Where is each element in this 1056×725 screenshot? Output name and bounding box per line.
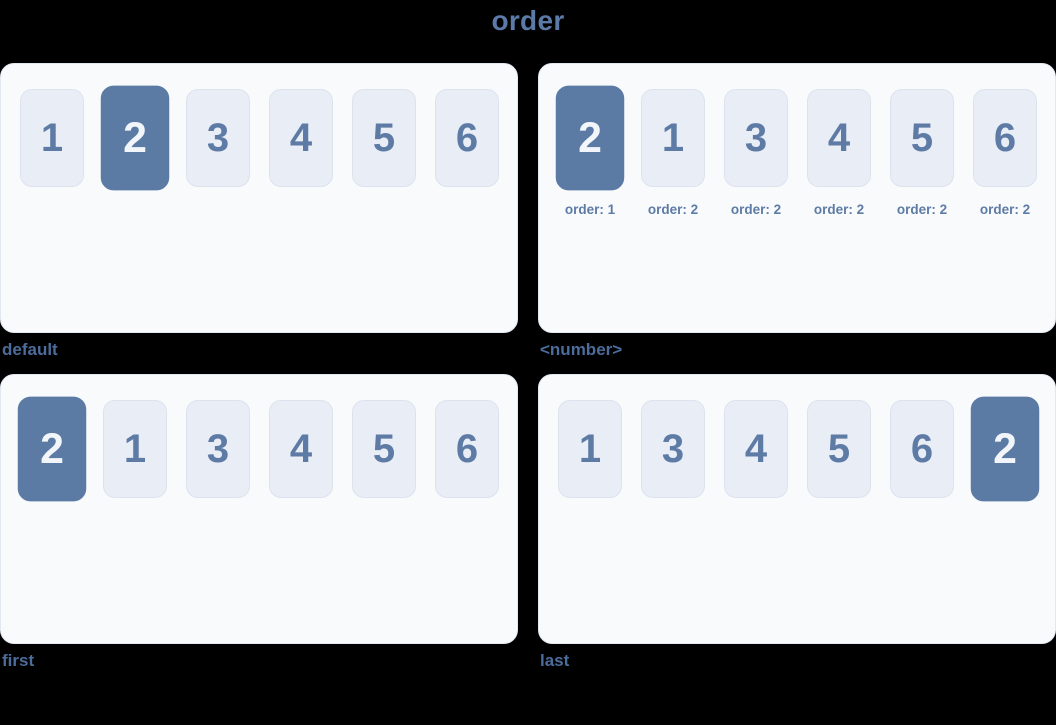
flex-item: 3: [641, 400, 705, 498]
flex-item: 4: [269, 89, 333, 187]
order-caption: order: 2: [979, 202, 1031, 217]
item-with-caption: 2 order: 1: [555, 85, 625, 217]
demo-cell-default: 1 2 3 4 5 6 default: [0, 63, 518, 374]
demo-cell-first: 2 1 3 4 5 6 first: [0, 374, 518, 685]
flex-item-highlighted: 2: [555, 85, 625, 191]
flex-item: 5: [807, 400, 871, 498]
item-row: 2 order: 1 1 order: 2 3 order: 2 4 order…: [555, 85, 1037, 217]
order-caption: order: 2: [730, 202, 782, 217]
item-row: 2 1 3 4 5 6: [17, 396, 499, 502]
flex-item: 3: [186, 400, 250, 498]
flex-item: 5: [352, 400, 416, 498]
demo-cell-number: 2 order: 1 1 order: 2 3 order: 2 4 order…: [538, 63, 1056, 374]
flex-item: 6: [890, 400, 954, 498]
item-with-caption: 3 order: 2: [724, 89, 788, 217]
order-caption: order: 2: [896, 202, 948, 217]
panel-label-first: first: [2, 651, 35, 670]
flex-item: 5: [890, 89, 954, 187]
order-caption: order: 2: [647, 202, 699, 217]
flex-item-highlighted: 2: [17, 396, 87, 502]
flex-container-first: 2 1 3 4 5 6: [0, 374, 518, 644]
flex-item: 3: [724, 89, 788, 187]
flex-item: 6: [435, 89, 499, 187]
item-with-caption: 1 order: 2: [641, 89, 705, 217]
flex-container-number: 2 order: 1 1 order: 2 3 order: 2 4 order…: [538, 63, 1056, 333]
flex-item: 6: [435, 400, 499, 498]
flex-item: 4: [807, 89, 871, 187]
demo-cell-last: 1 3 4 5 6 2 last: [538, 374, 1056, 685]
demo-grid: 1 2 3 4 5 6 default 2 order: 1 1 order: …: [0, 63, 1056, 685]
flex-item-highlighted: 2: [970, 396, 1040, 502]
flex-item: 1: [558, 400, 622, 498]
flex-container-default: 1 2 3 4 5 6: [0, 63, 518, 333]
order-caption: order: 1: [564, 202, 616, 217]
flex-item: 5: [352, 89, 416, 187]
flex-item: 6: [973, 89, 1037, 187]
item-with-caption: 6 order: 2: [973, 89, 1037, 217]
page-title: order: [491, 5, 565, 36]
item-with-caption: 5 order: 2: [890, 89, 954, 217]
panel-label-default: default: [2, 340, 58, 359]
flex-item: 3: [186, 89, 250, 187]
item-row: 1 3 4 5 6 2: [558, 396, 1040, 502]
flex-item: 1: [20, 89, 84, 187]
item-row: 1 2 3 4 5 6: [20, 85, 499, 191]
flex-item-highlighted: 2: [100, 85, 170, 191]
flex-item: 1: [103, 400, 167, 498]
flex-item: 4: [269, 400, 333, 498]
item-with-caption: 4 order: 2: [807, 89, 871, 217]
flex-item: 4: [724, 400, 788, 498]
flex-item: 1: [641, 89, 705, 187]
panel-label-last: last: [540, 651, 570, 670]
flex-container-last: 1 3 4 5 6 2: [538, 374, 1056, 644]
panel-label-number: <number>: [540, 340, 623, 359]
order-caption: order: 2: [813, 202, 865, 217]
